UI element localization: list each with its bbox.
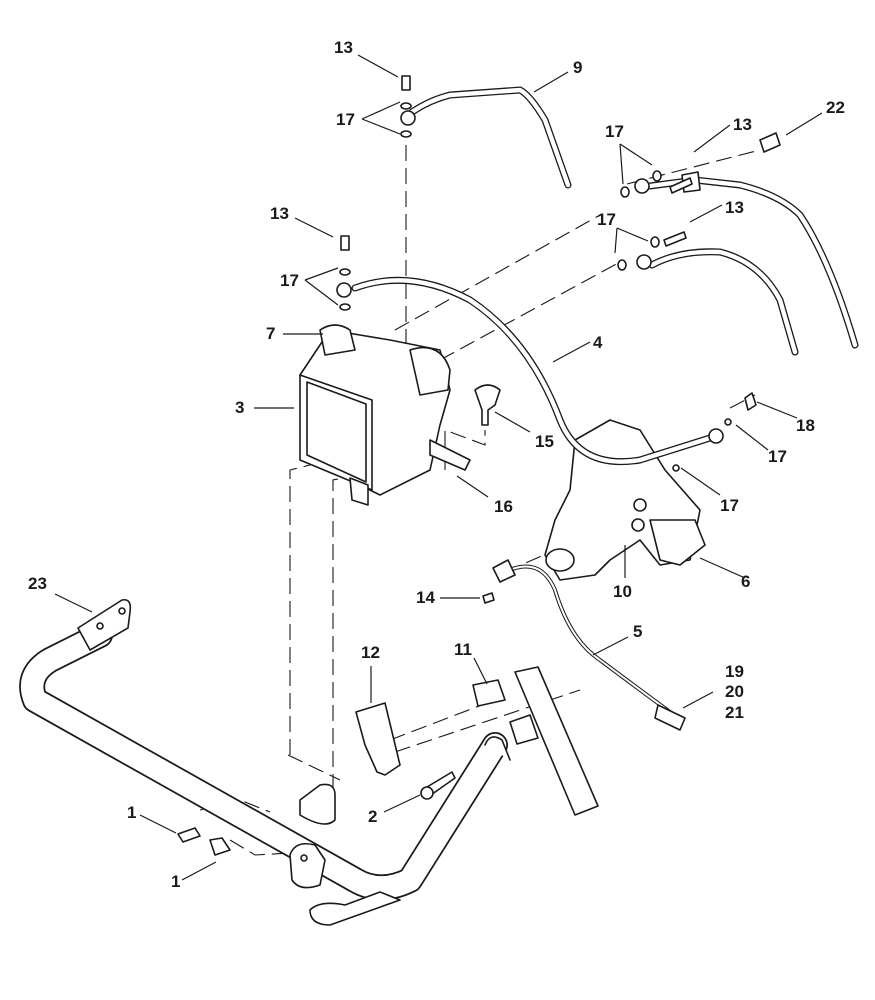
callout-17: 17 [720,496,739,515]
callout-9: 9 [573,58,583,77]
callout-10: 10 [613,582,632,601]
callout-17: 17 [280,271,299,290]
callout-3: 3 [235,398,245,417]
callout-1: 1 [127,803,137,822]
fasteners [339,75,781,604]
callout-17: 17 [605,122,624,141]
callout-21: 21 [725,703,744,722]
callout-12: 12 [361,643,380,662]
callout-22: 22 [826,98,845,117]
brake-line-lower [648,248,799,356]
callout-17: 17 [597,210,616,229]
clip-12 [355,702,401,776]
callout-2: 2 [368,807,378,826]
callout-6: 6 [741,572,751,591]
callout-18: 18 [796,416,815,435]
callout-4: 4 [593,333,603,352]
callout-1: 1 [171,872,181,891]
callout-19: 19 [725,662,744,681]
brake-caliper [544,419,706,581]
callout-15: 15 [535,432,554,451]
callout-13: 13 [725,198,744,217]
callout-20: 20 [725,682,744,701]
callout-13: 13 [270,204,289,223]
callout-13: 13 [733,115,752,134]
screws [177,771,456,856]
callout-13: 13 [334,38,353,57]
mounting-bracket-tube [19,598,511,926]
callout-17: 17 [768,447,787,466]
clamp-15 [474,384,501,426]
callout-16: 16 [494,497,513,516]
callout-11: 11 [454,640,472,659]
callout-14: 14 [416,588,435,607]
callout-23: 23 [28,574,47,593]
callout-5: 5 [633,622,643,641]
callout-17: 17 [336,110,355,129]
upright-post [472,666,599,816]
brake-line-9 [408,86,572,189]
callout-7: 7 [266,324,276,343]
leader-lines [54,54,823,881]
abs-hydraulic-unit [299,324,471,506]
